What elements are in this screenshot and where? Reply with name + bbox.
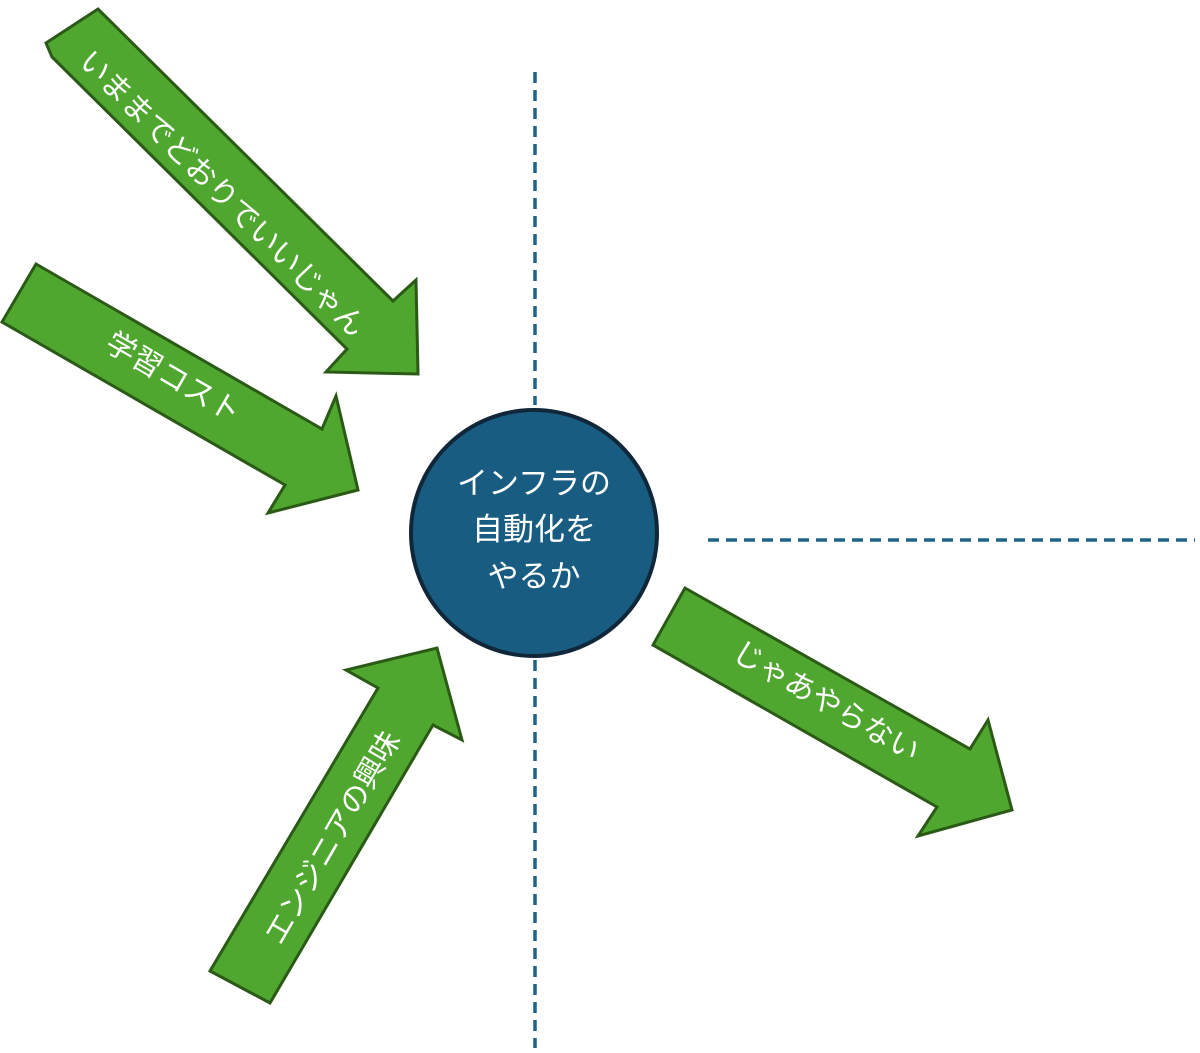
- arrow-status-quo-shape: [44, 7, 420, 376]
- center-node: インフラの 自動化を やるか: [409, 408, 659, 658]
- arrow-status-quo-label: いままでどおりでいいじゃん: [72, 44, 373, 345]
- arrow-engineer-interest-shape: [207, 646, 465, 1006]
- center-circle: [409, 408, 659, 658]
- arrow-learning-cost-shape: [0, 261, 360, 516]
- center-label-line-3: やるか: [488, 559, 581, 595]
- arrow-dont-do-it: じゃあやらない: [650, 585, 1014, 839]
- center-label-line-1: インフラの: [457, 466, 611, 502]
- center-label-line-2: 自動化を: [472, 512, 596, 548]
- arrow-engineer-interest-label: エンジニアの興味: [258, 725, 408, 950]
- arrow-engineer-interest: エンジニアの興味: [207, 646, 465, 1006]
- arrow-dont-do-it-shape: [650, 585, 1014, 839]
